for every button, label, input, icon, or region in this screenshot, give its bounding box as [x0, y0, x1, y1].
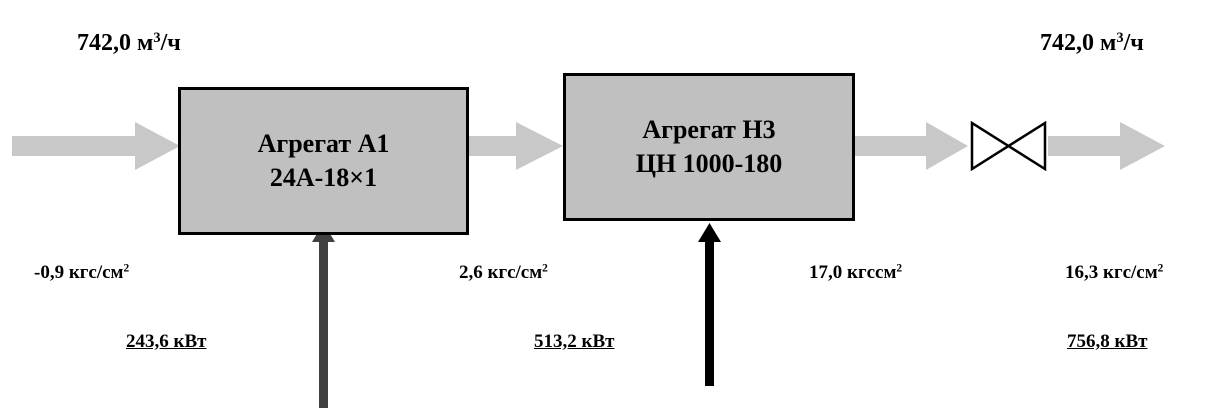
outlet-flow-label: 742,0 м3/ч — [1040, 30, 1144, 56]
outlet-flow-arrow — [1048, 122, 1165, 170]
unit-n3-name: Агрегат Н3 — [642, 115, 776, 144]
power-total-label: 756,8 кВт — [1067, 331, 1148, 352]
valve-icon — [970, 120, 1047, 172]
pressure-inlet-label: -0,9 кгс/см2 — [34, 262, 130, 283]
power-unit-a1-label: 243,6 кВт — [126, 331, 207, 352]
discharge-flow-arrow — [853, 122, 968, 170]
pressure-discharge-label: 17,0 кгссм2 — [809, 262, 903, 283]
inlet-flow-label: 742,0 м3/ч — [77, 30, 181, 56]
unit-a1-name: Агрегат А1 — [257, 129, 390, 158]
inlet-flow-arrow — [12, 122, 180, 170]
pressure-outlet-label: 16,3 кгс/см2 — [1065, 262, 1164, 283]
pressure-intermediate-label: 2,6 кгс/см2 — [459, 262, 548, 283]
unit-n3-model: ЦН 1000-180 — [635, 149, 783, 178]
intermediate-flow-arrow — [468, 122, 563, 170]
power-input-arrow-2 — [698, 223, 721, 386]
unit-a1-box: Агрегат А1 24А-18×1 — [178, 87, 469, 235]
unit-n3-box: Агрегат Н3 ЦН 1000-180 — [563, 73, 855, 221]
unit-a1-model: 24А-18×1 — [269, 163, 378, 192]
power-input-arrow-1 — [312, 223, 335, 408]
power-unit-n3-label: 513,2 кВт — [534, 331, 615, 352]
